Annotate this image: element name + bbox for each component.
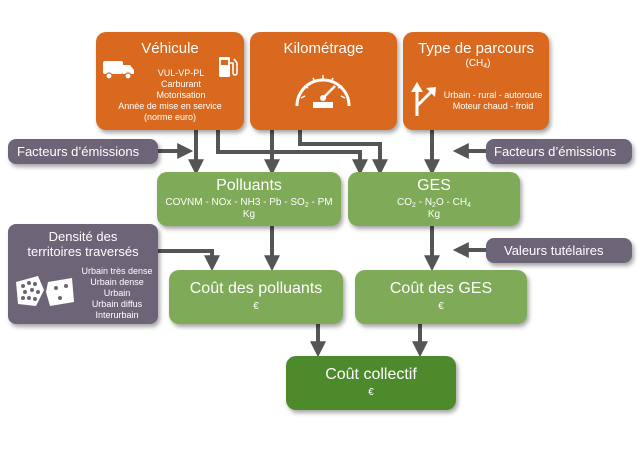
parcours-subtitle-end: ) [487, 58, 491, 69]
cout-collectif-unit: € [368, 387, 374, 398]
facteurs-emissions-right: Facteurs d’émissions [486, 139, 632, 164]
polluants-list: COVNM - NOx - NH3 - Pb - SO2 - PM [157, 197, 341, 209]
fuel-pump-icon [219, 57, 238, 77]
densite-title-line1: Densité des [48, 229, 118, 244]
ges-s3: 4 [467, 202, 471, 209]
vehicule-box: Véhicule VUL-VP-PL Carburant Motorisatio… [96, 32, 244, 130]
speedometer-icon [295, 75, 351, 108]
cout-polluants-title: Coût des polluants [189, 280, 323, 297]
ges-p2: - N [415, 197, 433, 208]
territory-density-icon [16, 276, 74, 306]
parcours-title: Type de parcours [418, 40, 534, 57]
ges-title: GES [417, 177, 451, 194]
parcours-line: Urbain - rural - autoroute [443, 90, 543, 100]
densite-item: Urbain diffus [91, 299, 143, 309]
cout-polluants-unit: € [253, 301, 259, 312]
kilometrage-title: Kilométrage [283, 40, 364, 57]
densite-item: Interurbain [95, 310, 139, 320]
vehicule-title: Véhicule [141, 40, 199, 57]
parcours-line: Moteur chaud - froid [452, 101, 534, 111]
ges-list: CO2 - N2O - CH4 [348, 197, 520, 209]
parcours-subtitle-text: (CH [465, 58, 484, 69]
densite-item: Urbain très dense [81, 266, 153, 276]
vehicule-line: Motorisation [156, 90, 206, 100]
cout-ges-title: Coût des GES [389, 280, 493, 297]
fork-arrow-icon [411, 82, 436, 116]
densite-title: Densité des territoires traversés [8, 229, 158, 259]
densite-title-line2: territoires traversés [27, 244, 139, 259]
densite-item: Urbain dense [90, 277, 144, 287]
vehicule-line: (norme euro) [143, 112, 197, 122]
polluants-unit: Kg [242, 209, 256, 220]
ges-s2: 2 [432, 202, 436, 209]
valeurs-tutelaires-box: Valeurs tutélaires [486, 238, 632, 263]
ges-box: GES CO2 - N2O - CH4 Kg [348, 172, 520, 226]
facteurs-emissions-left: Facteurs d’émissions [8, 139, 158, 164]
facteurs-left-label: Facteurs d’émissions [17, 144, 140, 159]
ges-p1: CO [397, 197, 413, 208]
kilometrage-box: Kilométrage [250, 32, 397, 130]
vehicule-line: Année de mise en service [118, 101, 222, 111]
polluants-list-text: COVNM - NOx - NH3 - Pb - SO [165, 197, 305, 208]
polluants-title: Polluants [216, 177, 282, 194]
valeurs-label: Valeurs tutélaires [504, 243, 604, 258]
ges-unit: Kg [427, 209, 441, 220]
cout-collectif-title: Coût collectif [325, 366, 417, 383]
cout-collectif-box: Coût collectif € [286, 356, 456, 410]
cout-ges-unit: € [438, 301, 444, 312]
parcours-box: Type de parcours (CH4) Urbain - rural - … [403, 32, 549, 130]
polluants-list-sub: 2 [304, 202, 309, 209]
truck-icon [103, 61, 134, 80]
vehicule-line: VUL-VP-PL [157, 68, 205, 78]
vehicule-line: Carburant [160, 79, 202, 89]
densite-box: Densité des territoires traversés Urbain… [8, 224, 158, 324]
ges-s1: 2 [412, 202, 416, 209]
cout-ges-box: Coût des GES € [355, 270, 527, 324]
ges-p3: O - CH [435, 197, 468, 208]
polluants-box: Polluants COVNM - NOx - NH3 - Pb - SO2 -… [157, 172, 341, 226]
cout-polluants-box: Coût des polluants € [169, 270, 343, 324]
parcours-subtitle: (CH4) [403, 58, 549, 70]
densite-item: Urbain [103, 288, 131, 298]
facteurs-right-label: Facteurs d’émissions [494, 144, 617, 159]
polluants-list-end: - PM [308, 197, 333, 208]
parcours-subtitle-index: 4 [483, 63, 488, 70]
